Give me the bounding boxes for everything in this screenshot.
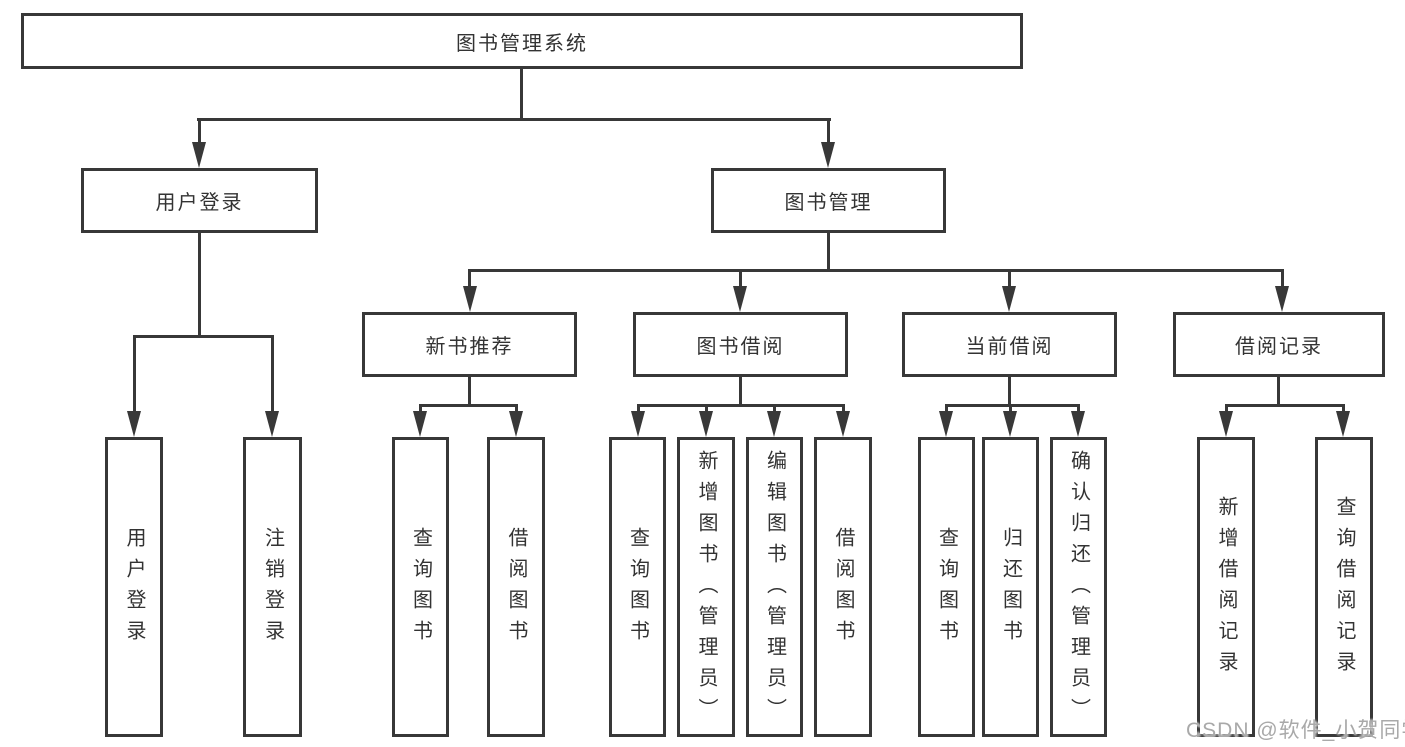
node-user-login: 用户登录	[81, 168, 318, 233]
connector-line	[637, 404, 640, 413]
node-logout-action: 注销登录	[243, 437, 302, 737]
node-borrow-books-borrowing: 借阅图书	[814, 437, 872, 737]
connector-arrow	[1219, 411, 1233, 437]
connector-line	[1225, 404, 1228, 413]
node-query-books-recommend: 查询图书	[392, 437, 449, 737]
connector-arrow	[127, 411, 141, 437]
node-confirm-return-admin: 确认归还（管理员）	[1050, 437, 1107, 737]
connector-arrow	[836, 411, 850, 437]
connector-line	[827, 118, 830, 144]
connector-line	[419, 404, 422, 413]
connector-line	[1225, 404, 1345, 407]
node-query-borrow-record: 查询借阅记录	[1315, 437, 1373, 737]
connector-line	[842, 404, 845, 413]
connector-line	[419, 404, 518, 407]
node-query-books-current: 查询图书	[918, 437, 975, 737]
connector-arrow	[733, 286, 747, 312]
node-return-books: 归还图书	[982, 437, 1039, 737]
node-add-borrow-record: 新增借阅记录	[1197, 437, 1255, 737]
connector-arrow	[939, 411, 953, 437]
connector-line	[827, 233, 830, 272]
connector-line	[945, 404, 1080, 407]
connector-line	[705, 404, 708, 413]
connector-line	[1077, 404, 1080, 413]
connector-arrow	[1275, 286, 1289, 312]
connector-line	[1008, 377, 1011, 407]
connector-arrow	[192, 142, 206, 168]
connector-arrow	[413, 411, 427, 437]
node-book-borrowing: 图书借阅	[633, 312, 848, 377]
node-book-management: 图书管理	[711, 168, 946, 233]
connector-line	[133, 335, 136, 411]
connector-line	[468, 269, 471, 288]
connector-arrow	[699, 411, 713, 437]
connector-line	[1281, 269, 1284, 288]
connector-arrow	[1002, 286, 1016, 312]
connector-arrow	[1336, 411, 1350, 437]
node-borrow-records: 借阅记录	[1173, 312, 1385, 377]
connector-line	[739, 269, 742, 288]
connector-line	[773, 404, 776, 413]
connector-line	[945, 404, 948, 413]
connector-line	[197, 118, 831, 121]
connector-arrow	[1071, 411, 1085, 437]
connector-line	[468, 377, 471, 407]
connector-arrow	[631, 411, 645, 437]
connector-line	[468, 269, 1284, 272]
connector-line	[515, 404, 518, 413]
connector-line	[1277, 377, 1280, 407]
connector-line	[198, 233, 201, 337]
csdn-watermark: CSDN @软件_小贺同学	[1186, 719, 1405, 742]
node-user-login-action: 用户登录	[105, 437, 163, 737]
connector-arrow	[265, 411, 279, 437]
connector-arrow	[821, 142, 835, 168]
connector-line	[520, 69, 523, 121]
connector-line	[198, 118, 201, 144]
node-library-management-system: 图书管理系统	[21, 13, 1023, 69]
node-query-books-borrowing: 查询图书	[609, 437, 666, 737]
connector-line	[739, 377, 742, 407]
connector-arrow	[1003, 411, 1017, 437]
connector-line	[133, 335, 274, 338]
connector-line	[637, 404, 845, 407]
connector-line	[1342, 404, 1345, 413]
node-add-books-admin: 新增图书（管理员）	[677, 437, 735, 737]
connector-arrow	[767, 411, 781, 437]
connector-arrow	[509, 411, 523, 437]
connector-line	[271, 335, 274, 411]
connector-line	[1009, 404, 1012, 413]
node-current-borrowing: 当前借阅	[902, 312, 1117, 377]
node-edit-books-admin: 编辑图书（管理员）	[746, 437, 803, 737]
connector-arrow	[463, 286, 477, 312]
node-new-book-recommend: 新书推荐	[362, 312, 577, 377]
node-borrow-books-recommend: 借阅图书	[487, 437, 545, 737]
connector-line	[1008, 269, 1011, 288]
